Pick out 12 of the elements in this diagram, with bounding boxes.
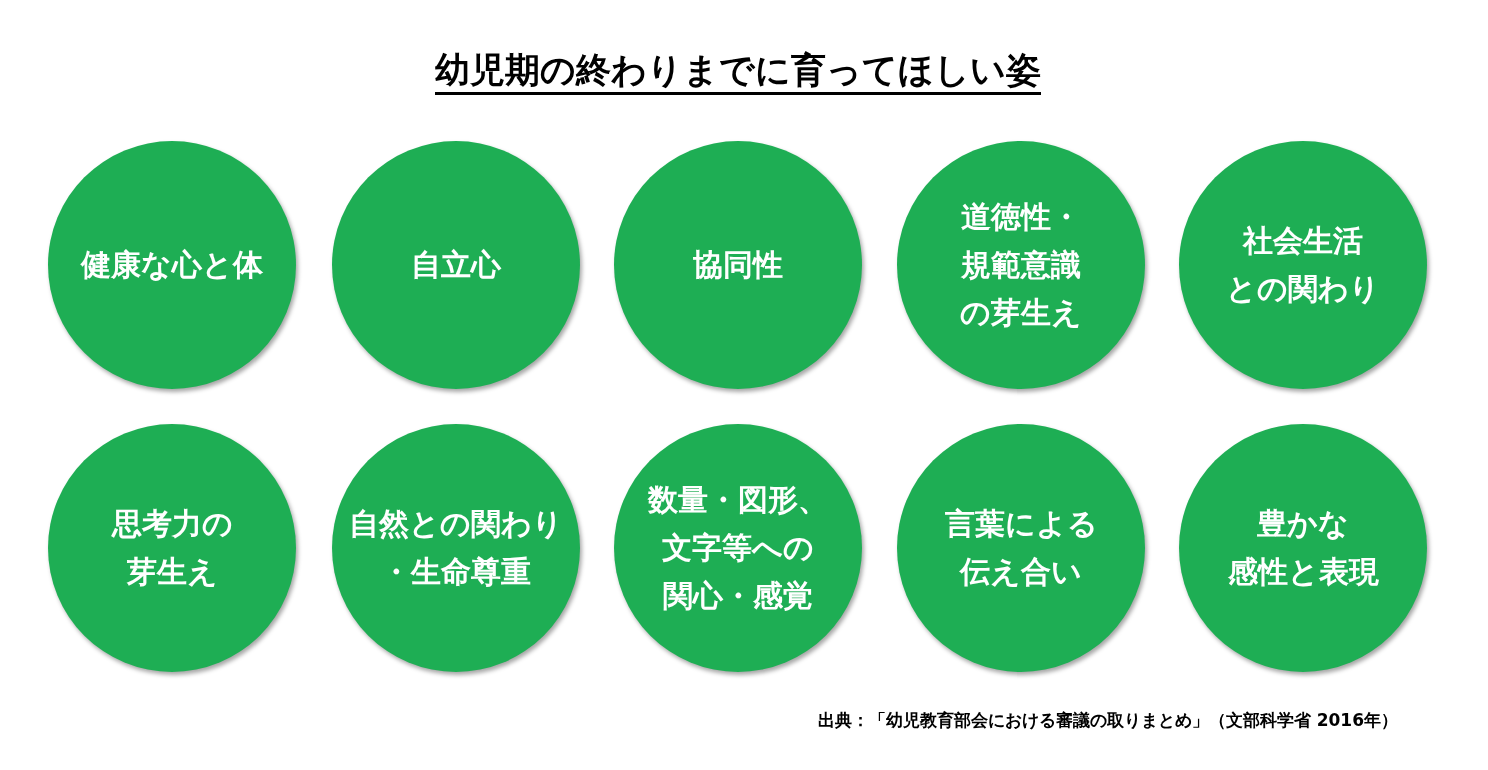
topic-circle: 健康な心と体 <box>48 141 296 389</box>
topic-circle: 数量・図形、文字等への関心・感覚 <box>614 424 862 672</box>
source-note: 出典：「幼児教育部会における審議の取りまとめ」（文部科学省 2016年） <box>817 709 1398 732</box>
title: 幼児期の終わりまでに育ってほしい姿 <box>435 50 1041 95</box>
topic-circle: 豊かな感性と表現 <box>1179 424 1427 672</box>
topic-circle: 言葉による伝え合い <box>897 424 1145 672</box>
topic-circle: 自立心 <box>332 141 580 389</box>
topic-circle: 社会生活との関わり <box>1179 141 1427 389</box>
topic-circle: 協同性 <box>614 141 862 389</box>
topic-circle: 思考力の芽生え <box>48 424 296 672</box>
topic-circle: 道徳性・規範意識の芽生え <box>897 141 1145 389</box>
topic-circle: 自然との関わり・生命尊重 <box>332 424 580 672</box>
